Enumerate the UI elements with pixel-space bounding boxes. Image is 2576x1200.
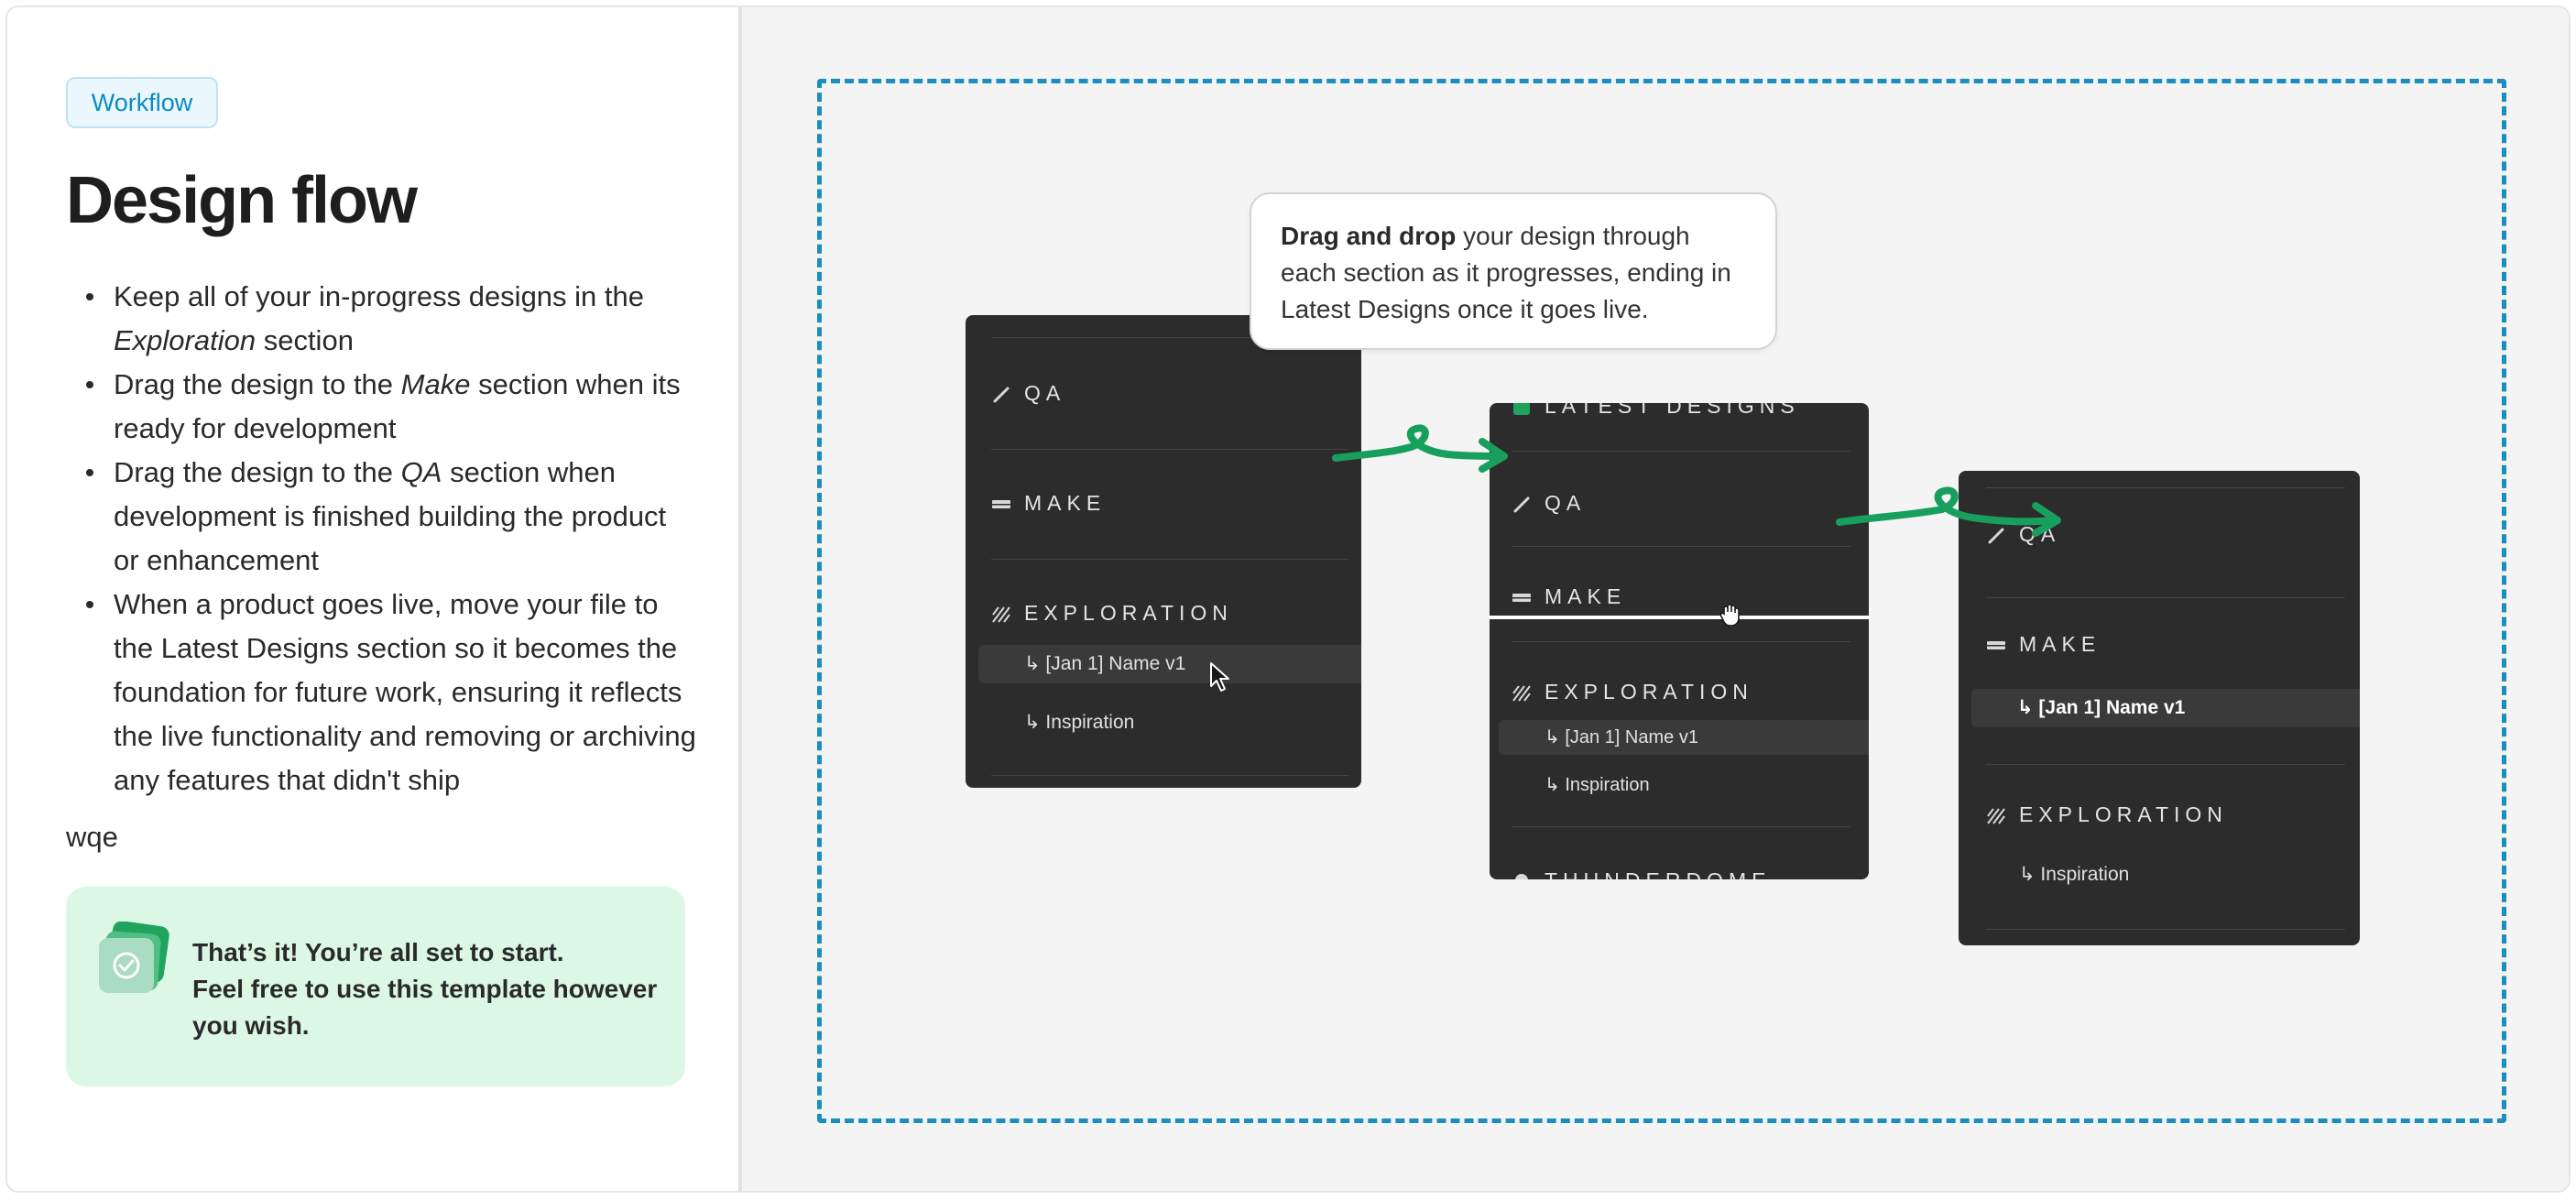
template-frame: Workflow Design flow Keep all of your in… — [5, 5, 2571, 1193]
file-item-name-v1[interactable]: ↳ [Jan 1] Name v1 — [1499, 720, 1869, 755]
checkbox-icon — [1512, 403, 1532, 417]
instructions-list: Keep all of your in-progress designs in … — [66, 275, 698, 802]
list-item: When a product goes live, move your file… — [66, 583, 698, 802]
panel-divider — [738, 7, 742, 1191]
check-cards-icon — [99, 922, 169, 993]
brick-icon — [1986, 635, 2006, 655]
file-item-inspiration[interactable]: ↳ Inspiration — [2019, 864, 2130, 885]
extra-text[interactable]: wqe — [66, 821, 118, 853]
section-exploration[interactable]: EXPLORATION — [1512, 680, 1753, 704]
section-make[interactable]: MAKE — [1512, 584, 1626, 609]
section-exploration[interactable]: EXPLORATION — [991, 601, 1233, 626]
success-callout: That’s it! You’re all set to start. Feel… — [66, 887, 685, 1086]
file-item-name-v1[interactable]: ↳ [Jan 1] Name v1 — [1971, 689, 2360, 727]
arrow-1-icon — [1332, 424, 1508, 473]
dashed-frame — [817, 79, 2506, 1123]
grab-hand-icon — [1719, 604, 1740, 627]
section-latest-designs[interactable]: LATEST DESIGNS — [1512, 403, 1800, 419]
section-make[interactable]: MAKE — [1986, 632, 2101, 657]
brick-icon — [991, 494, 1011, 514]
section-make[interactable]: MAKE — [991, 491, 1106, 516]
illustration-canvas: QA MAKE EXPLORATION ↳ [Jan 1] Name v1 ↳ … — [742, 7, 2569, 1191]
cursor-arrow-icon — [1210, 662, 1229, 692]
layers-panel-3: QA MAKE ↳ [Jan 1] Name v1 EXPLORATION ↳ … — [1959, 471, 2360, 945]
list-item: Keep all of your in-progress designs in … — [66, 275, 698, 363]
list-item: Drag the design to the QA section when d… — [66, 451, 698, 583]
file-item-name-v1[interactable]: ↳ [Jan 1] Name v1 — [978, 645, 1361, 683]
brick-icon — [1512, 587, 1532, 607]
layers-panel-2: LATEST DESIGNS QA MAKE EXPLORATION ↳ [Ja… — [1490, 403, 1869, 879]
section-thunderdome[interactable]: THUNDERDOME — [1512, 868, 1771, 879]
layers-panel-1: QA MAKE EXPLORATION ↳ [Jan 1] Name v1 ↳ … — [966, 315, 1361, 788]
section-qa[interactable]: QA — [991, 381, 1065, 406]
hatch-icon — [1512, 682, 1532, 703]
hatch-icon — [991, 604, 1011, 624]
pencil-icon — [1986, 525, 2006, 545]
file-item-inspiration[interactable]: ↳ Inspiration — [1024, 712, 1135, 733]
drop-indicator — [1490, 616, 1869, 619]
list-item: Drag the design to the Make section when… — [66, 363, 698, 451]
drag-drop-tooltip: Drag and drop your design through each s… — [1250, 192, 1777, 350]
instructions-panel: Workflow Design flow Keep all of your in… — [7, 7, 738, 1191]
file-item-inspiration[interactable]: ↳ Inspiration — [1545, 775, 1650, 795]
skull-icon — [1512, 871, 1532, 879]
pencil-icon — [1512, 494, 1532, 514]
hatch-icon — [1986, 805, 2006, 825]
arrow-2-icon — [1836, 486, 2061, 537]
workflow-tag: Workflow — [66, 77, 218, 128]
section-qa[interactable]: QA — [1512, 491, 1586, 516]
section-exploration[interactable]: EXPLORATION — [1986, 802, 2228, 827]
page-title: Design flow — [66, 164, 418, 237]
pencil-icon — [991, 384, 1011, 404]
callout-text: That’s it! You’re all set to start. Feel… — [192, 938, 658, 1040]
